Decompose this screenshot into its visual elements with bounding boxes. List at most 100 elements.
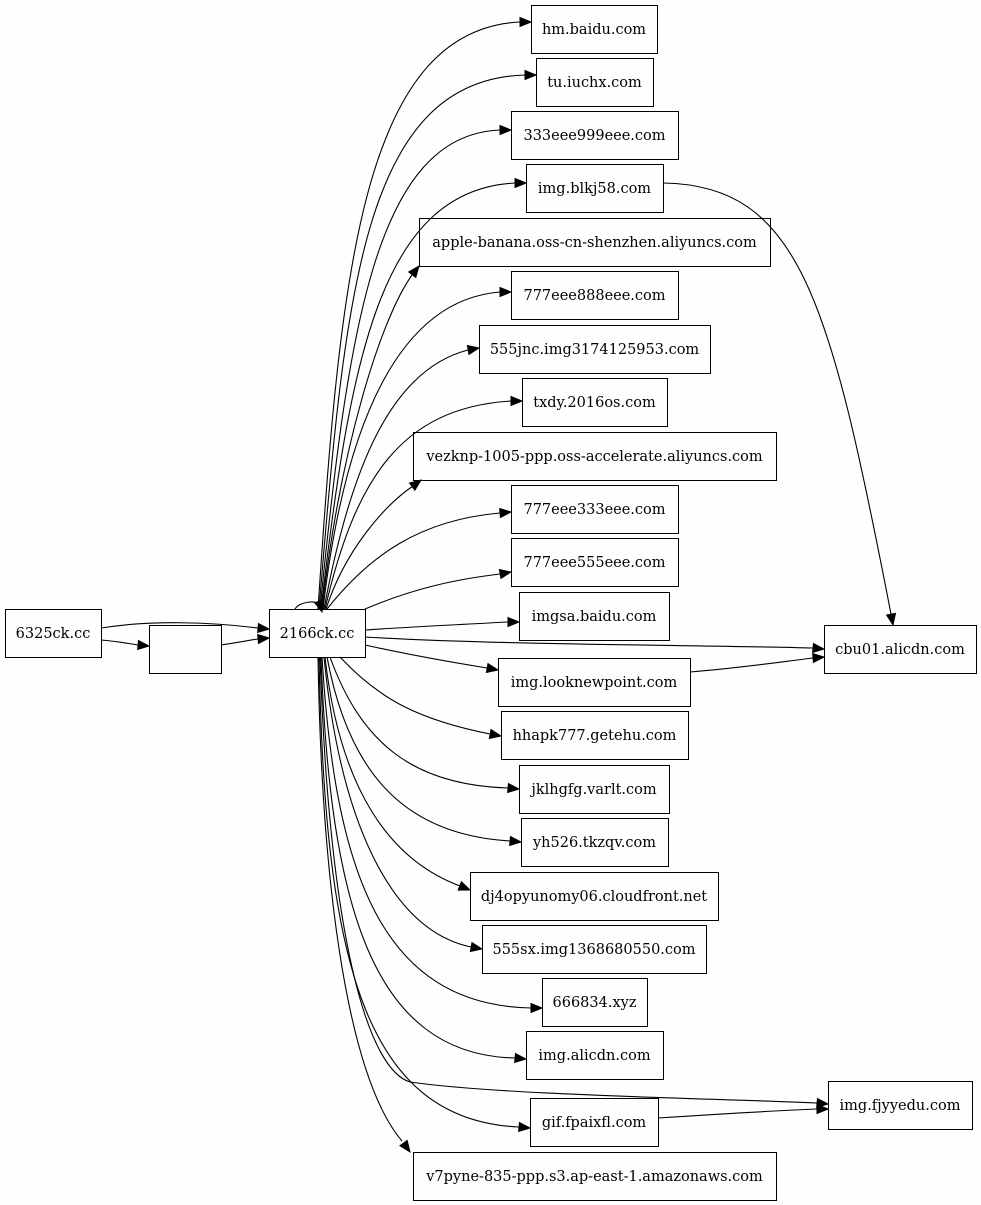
node-box[interactable]	[479, 325, 711, 374]
edge-line	[364, 621, 509, 631]
node-alicdn[interactable]: img.alicdn.com	[526, 1031, 664, 1080]
edge-line	[321, 274, 413, 610]
node-box[interactable]	[526, 1031, 664, 1080]
edge-n2166-to-cbu01	[364, 636, 826, 654]
arrowhead-icon	[499, 286, 513, 298]
node-box[interactable]	[482, 925, 707, 974]
node-imgsa[interactable]: imgsa.baidu.com	[519, 592, 670, 641]
node-n2166[interactable]: 2166ck.cc	[269, 609, 366, 658]
arrowhead-icon	[519, 16, 533, 28]
arrowhead-icon	[398, 1139, 411, 1154]
arrowhead-icon	[885, 612, 897, 627]
node-fjyy[interactable]: img.fjyyedu.com	[828, 1081, 973, 1130]
node-e333[interactable]: 333eee999eee.com	[511, 111, 679, 160]
node-box[interactable]	[522, 378, 668, 427]
node-label: imgsa.baidu.com	[532, 609, 657, 625]
arrowhead-icon	[498, 568, 513, 580]
arrowhead-icon	[812, 652, 826, 664]
node-hm[interactable]: hm.baidu.com	[531, 5, 658, 54]
node-box[interactable]	[511, 538, 679, 587]
node-box[interactable]	[519, 765, 670, 814]
node-box[interactable]	[269, 609, 366, 658]
node-yh526[interactable]: yh526.tkzqv.com	[521, 818, 669, 867]
edge-line	[323, 656, 472, 948]
node-box[interactable]	[413, 432, 777, 481]
edge-line	[220, 638, 259, 646]
node-nblank[interactable]	[149, 625, 222, 674]
node-box[interactable]	[5, 609, 102, 658]
arrowhead-icon	[408, 479, 423, 492]
node-blkj[interactable]: img.blkj58.com	[526, 164, 664, 213]
edge-line	[329, 656, 509, 789]
node-box[interactable]	[828, 1081, 973, 1130]
node-apple[interactable]: apple-banana.oss-cn-shenzhen.aliyuncs.co…	[419, 218, 771, 267]
node-box[interactable]	[498, 658, 691, 707]
node-e777_555[interactable]: 777eee555eee.com	[511, 538, 679, 587]
node-gif[interactable]: gif.fpaixfl.com	[530, 1098, 659, 1147]
node-box[interactable]	[470, 872, 719, 921]
node-box[interactable]	[149, 625, 222, 674]
node-box[interactable]	[511, 111, 679, 160]
edge-blkj-to-cbu01	[662, 182, 897, 627]
node-e777_333[interactable]: 777eee333eee.com	[511, 485, 679, 534]
node-box[interactable]	[824, 625, 977, 674]
node-label: 2166ck.cc	[280, 626, 355, 642]
edge-line	[100, 639, 139, 646]
node-box[interactable]	[501, 711, 689, 760]
edge-line	[318, 656, 520, 1128]
node-txdy[interactable]: txdy.2016os.com	[522, 378, 668, 427]
node-jnc[interactable]: 555jnc.img3174125953.com	[479, 325, 711, 374]
node-box[interactable]	[542, 978, 648, 1027]
node-label: 777eee333eee.com	[523, 502, 665, 518]
node-box[interactable]	[413, 1152, 777, 1201]
node-cbu01[interactable]: cbu01.alicdn.com	[824, 625, 977, 674]
node-box[interactable]	[521, 818, 669, 867]
node-dj4[interactable]: dj4opyunomy06.cloudfront.net	[470, 872, 719, 921]
edge-n2166-to-fjyy	[319, 656, 830, 1109]
edge-n2166-to-tu	[318, 69, 538, 610]
edge-line	[319, 129, 501, 610]
edge-n2166-to-jklh	[329, 656, 521, 794]
arrowhead-icon	[816, 1103, 830, 1115]
node-tu[interactable]: tu.iuchx.com	[536, 58, 654, 107]
edge-line	[689, 657, 814, 673]
arrowhead-icon	[812, 642, 826, 654]
arrowhead-icon	[510, 395, 524, 407]
node-box[interactable]	[530, 1098, 659, 1147]
node-box[interactable]	[536, 58, 654, 107]
node-hhapk[interactable]: hhapk777.getehu.com	[501, 711, 689, 760]
edge-n2166-to-e777_888	[322, 286, 513, 610]
node-label: img.blkj58.com	[538, 181, 651, 197]
node-box[interactable]	[511, 485, 679, 534]
node-box[interactable]	[511, 271, 679, 320]
edge-line	[657, 1108, 818, 1119]
node-box[interactable]	[526, 164, 664, 213]
node-sx555[interactable]: 555sx.img1368680550.com	[482, 925, 707, 974]
node-box[interactable]	[419, 218, 771, 267]
node-looknew[interactable]: img.looknewpoint.com	[498, 658, 691, 707]
edge-n2166-to-vezknp	[325, 479, 423, 610]
node-box[interactable]	[519, 592, 670, 641]
node-n6325[interactable]: 6325ck.cc	[5, 609, 102, 658]
node-label: txdy.2016os.com	[533, 395, 656, 411]
node-vezknp[interactable]: vezknp-1005-ppp.oss-accelerate.aliyuncs.…	[413, 432, 777, 481]
node-label: gif.fpaixfl.com	[542, 1115, 647, 1131]
node-x666[interactable]: 666834.xyz	[542, 978, 648, 1027]
node-v7pyne[interactable]: v7pyne-835-ppp.s3.ap-east-1.amazonaws.co…	[413, 1152, 777, 1201]
edge-n2166-to-e333	[319, 124, 513, 610]
edge-line	[320, 656, 516, 1059]
node-e777_888[interactable]: 777eee888eee.com	[511, 271, 679, 320]
edge-line	[325, 485, 414, 610]
node-box[interactable]	[531, 5, 658, 54]
node-label: v7pyne-835-ppp.s3.ap-east-1.amazonaws.co…	[425, 1169, 763, 1185]
arrowhead-icon	[524, 69, 538, 81]
node-jklh[interactable]: jklhgfg.varlt.com	[519, 765, 670, 814]
edge-line	[323, 349, 469, 610]
edge-n2166-to-imgsa	[364, 616, 521, 631]
edge-n2166-to-sx555	[323, 656, 484, 953]
arrowhead-icon	[469, 941, 484, 953]
node-label: tu.iuchx.com	[547, 75, 642, 91]
edge-n2166-to-dj4	[324, 656, 472, 891]
node-label: hhapk777.getehu.com	[513, 728, 677, 744]
edge-line	[662, 182, 892, 615]
